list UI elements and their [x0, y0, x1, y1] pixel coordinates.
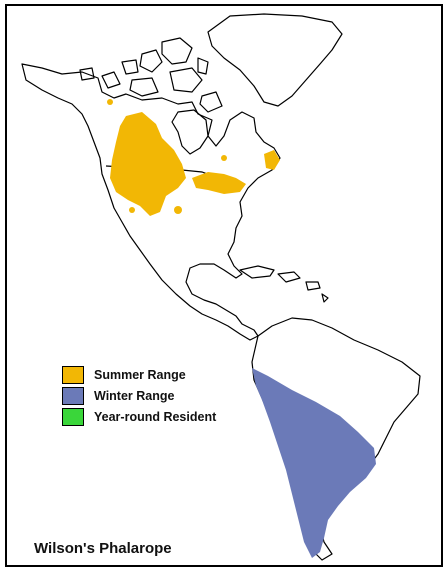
summer-range-east: [192, 172, 246, 194]
caribbean-islands-outline: [239, 265, 329, 303]
summer-range-spot: [174, 206, 182, 214]
summer-swatch: [62, 365, 84, 384]
hudson-bay-outline: [171, 109, 209, 155]
legend-label-summer: Summer Range: [94, 367, 186, 382]
legend-item-summer: Summer Range: [62, 364, 216, 385]
legend-item-resident: Year-round Resident: [62, 406, 216, 427]
legend: Summer Range Winter Range Year-round Res…: [62, 364, 216, 427]
summer-range-spot: [129, 207, 135, 213]
winter-range: [252, 368, 376, 558]
winter-swatch: [62, 386, 84, 405]
summer-range-spot: [107, 99, 113, 105]
legend-item-winter: Winter Range: [62, 385, 216, 406]
greenland-outline: [207, 13, 343, 107]
resident-swatch: [62, 407, 84, 426]
arctic-islands-outline: [79, 37, 223, 113]
summer-range-northeast: [264, 150, 280, 170]
legend-label-winter: Winter Range: [94, 388, 175, 403]
summer-range: [107, 99, 280, 216]
legend-label-resident: Year-round Resident: [94, 409, 217, 424]
range-map: [21, 13, 421, 561]
map-frame: Summer Range Winter Range Year-round Res…: [5, 4, 443, 567]
summer-range-main: [110, 112, 186, 216]
summer-range-spot: [221, 155, 227, 161]
map-title: Wilson's Phalarope: [34, 540, 172, 557]
